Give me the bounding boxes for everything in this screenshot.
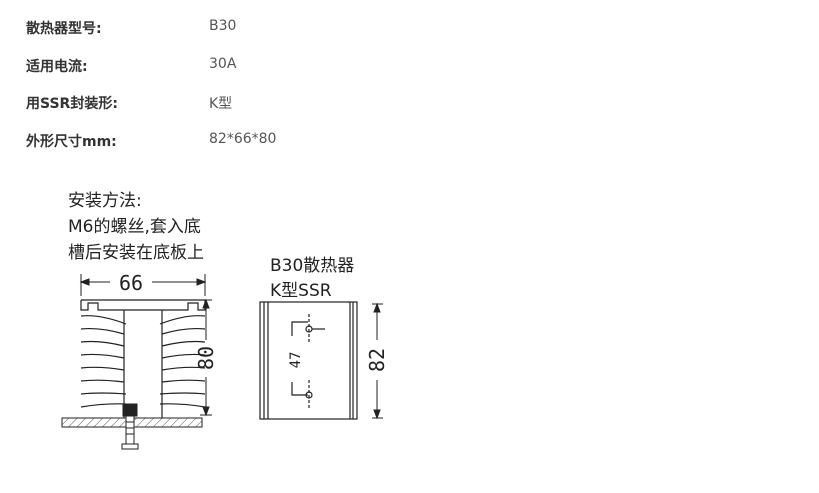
- spec-label-current: 适用电流:: [26, 58, 88, 75]
- dim-hole-label: 47: [288, 352, 304, 369]
- side-title-line1: B30散热器: [270, 256, 354, 276]
- side-length-dimension: [372, 302, 383, 420]
- heatsink-drawing-svg: 安装方法: M6的螺丝,套入底 槽后安装在底板上 66: [61, 191, 389, 450]
- front-height-dimension: [200, 298, 212, 417]
- spec-value-model: B30: [209, 18, 237, 34]
- spec-value-current: 30A: [209, 55, 237, 72]
- heatsink-front-view: [80, 299, 206, 418]
- install-text-line1: 安装方法:: [68, 191, 142, 211]
- front-width-dimension: [79, 274, 207, 296]
- install-text-line3: 槽后安装在底板上: [68, 243, 204, 263]
- dim-length-label: 82: [365, 348, 389, 372]
- spec-label-model: 散热器型号:: [26, 21, 102, 37]
- spec-value-package: K型: [209, 96, 233, 112]
- side-title-line2: K型SSR: [270, 281, 332, 301]
- heatsink-drawing: 安装方法: M6的螺丝,套入底 槽后安装在底板上 66: [50, 182, 450, 472]
- spec-label-package: 用SSR封装形:: [26, 96, 118, 112]
- screw-icon: [121, 403, 139, 450]
- dim-width-label: 66: [119, 271, 143, 295]
- spec-label-size: 外形尺寸mm:: [26, 133, 117, 150]
- dim-height-label: 80: [194, 346, 218, 370]
- heatsink-side-view: [259, 301, 358, 420]
- spec-value-size: 82*66*80: [209, 130, 277, 147]
- install-text-line2: M6的螺丝,套入底: [68, 217, 201, 237]
